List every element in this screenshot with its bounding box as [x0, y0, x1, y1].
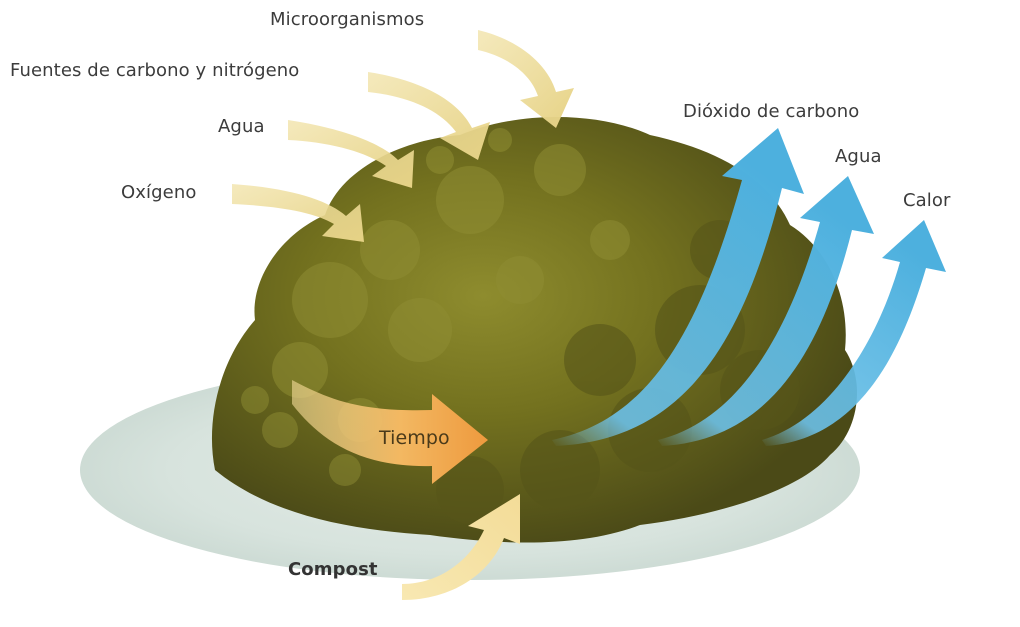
- label-carbon-nitrogen-sources: Fuentes de carbono y nitrógeno: [10, 60, 300, 81]
- carbon-dioxide-arrow: [552, 128, 804, 446]
- label-carbon-dioxide: Dióxido de carbono: [683, 101, 860, 122]
- compost-arrow: [402, 494, 520, 600]
- output-arrows: [552, 128, 946, 446]
- time-arrow: [292, 380, 488, 484]
- label-oxygen: Oxígeno: [121, 182, 197, 203]
- label-compost: Compost: [288, 559, 378, 580]
- microorganisms-arrow: [478, 30, 574, 128]
- label-water-in: Agua: [218, 116, 265, 137]
- label-time: Tiempo: [379, 427, 450, 449]
- label-heat: Calor: [903, 190, 951, 211]
- water-out-arrow: [658, 176, 874, 446]
- heat-arrow: [762, 220, 946, 446]
- label-water-out: Agua: [835, 146, 882, 167]
- carbon-nitrogen-arrow: [368, 72, 490, 160]
- label-microorganisms: Microorganismos: [270, 9, 425, 30]
- water-in-arrow: [288, 120, 414, 188]
- input-arrows: [232, 30, 574, 242]
- oxygen-arrow: [232, 184, 364, 242]
